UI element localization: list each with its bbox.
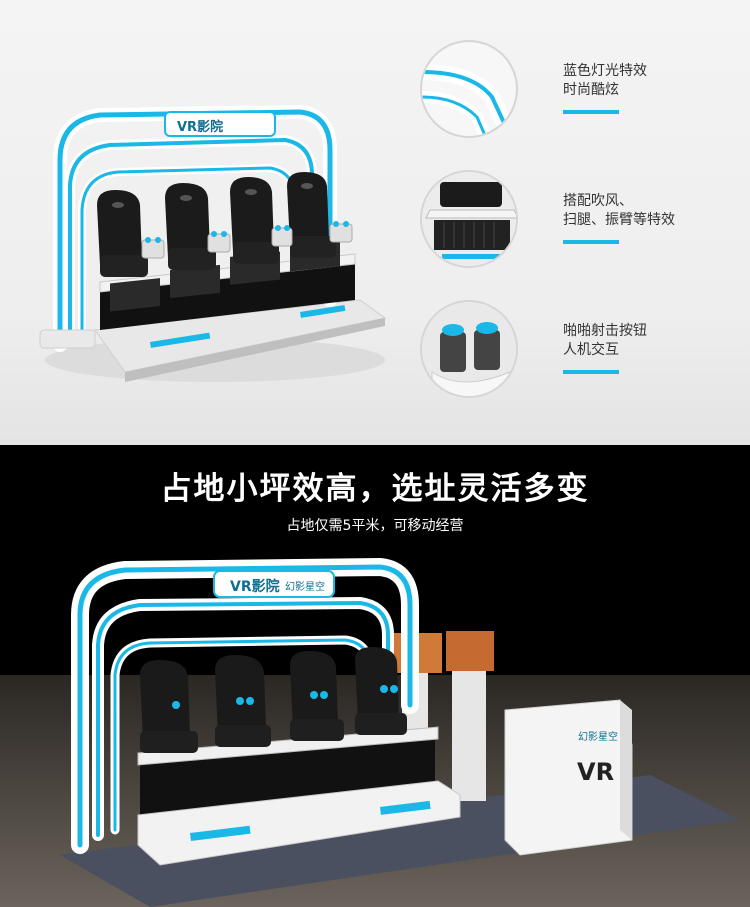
feature-lighting-line2: 时尚酷炫 xyxy=(563,82,619,98)
feature-effects-image xyxy=(420,170,518,268)
booth-brand-label: 幻影星空 xyxy=(578,732,618,743)
feature-lighting: 蓝色灯光特效 时尚酷炫 xyxy=(420,40,750,140)
feature-buttons: 啪啪射击按钮 人机交互 xyxy=(420,300,750,400)
feature-effects-line2: 扫腿、振臂等特效 xyxy=(563,212,675,228)
product-showcase-top: VR影院 蓝色灯光特效 时尚酷炫 xyxy=(0,0,750,445)
feature-lighting-line1: 蓝色灯光特效 xyxy=(563,63,647,79)
feature-buttons-image xyxy=(420,300,518,398)
scene-section: 占地小坪效高，选址灵活多变 占地仅需5平米，可移动经营 xyxy=(0,445,750,907)
hero-title: 占地小坪效高，选址灵活多变 xyxy=(160,471,590,507)
feature-effects-accent-bar xyxy=(563,240,619,244)
sign-label: VR影院 xyxy=(177,120,224,135)
booth-vr-label: VR xyxy=(577,758,615,786)
feature-buttons-line2: 人机交互 xyxy=(563,342,619,358)
scene-brand-label: 幻影星空 xyxy=(285,582,325,593)
feature-lighting-image xyxy=(420,40,518,138)
feature-effects: 搭配吹风、 扫腿、振臂等特效 xyxy=(420,170,750,270)
feature-lighting-accent-bar xyxy=(563,110,619,114)
hero-subtitle: 占地仅需5平米，可移动经营 xyxy=(286,518,464,534)
scene-sign-label: VR影院 xyxy=(230,579,280,595)
vr-cinema-scene-image xyxy=(0,557,750,907)
vr-cinema-machine-image xyxy=(39,104,387,382)
feature-buttons-accent-bar xyxy=(563,370,619,374)
feature-effects-line1: 搭配吹风、 xyxy=(563,193,633,209)
feature-buttons-line1: 啪啪射击按钮 xyxy=(563,323,647,339)
